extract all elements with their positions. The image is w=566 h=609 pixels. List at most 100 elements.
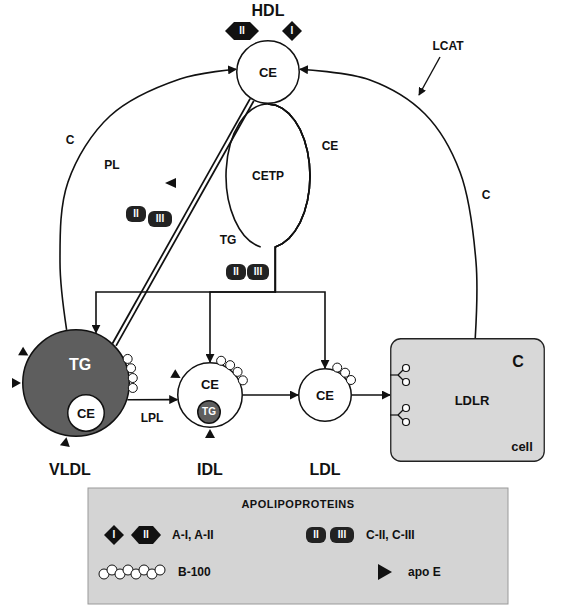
lipid-label: TG [220,234,237,246]
connector [243,395,298,396]
particle-name: IDL [197,462,223,478]
legend-panel [88,488,508,604]
legend-entry: apo E [408,566,441,578]
vldl-particle: VLDLTGCE [22,329,130,437]
connector [60,69,236,330]
apo-a1-symbol [282,21,302,41]
apolipoprotein-tag: II [133,209,139,219]
apo-b100-symbol [127,364,136,373]
idl-particle: IDLCETG [177,362,243,428]
apo-e-symbol [170,369,180,378]
connector [300,69,477,338]
lipid-label: CE [322,140,339,152]
particle-outline [237,41,300,104]
particle-outline [178,363,243,428]
legend-text: C-II, C-III [366,528,415,542]
connector-line [352,394,390,396]
legend-entry: C-II, C-III [366,529,415,541]
particle-outline [23,330,130,437]
particle-outline [68,395,105,432]
apolipoprotein-tag: II [143,530,149,540]
apolipoprotein-tag: I [291,26,294,36]
apo-c3-symbol [148,211,172,227]
connector [352,395,390,396]
apolipoprotein-tag: III [254,267,262,277]
apo-e-symbol [378,564,392,580]
apo-b100-symbol [233,367,242,376]
particle-outline [299,369,352,422]
core-circle: CE [67,394,105,432]
connector [127,399,177,400]
apolipoprotein-tag: III [156,214,164,224]
apo-b100-symbol [346,376,355,385]
connector-line [243,394,298,396]
legend-entry: A-I, A-II [172,529,214,541]
ldl-particle: LDLCE [298,368,352,422]
apo-c2-symbol [306,527,326,543]
hdl-particle: HDLCE [236,40,300,104]
lipid-label: PL [104,159,119,171]
receptor-label: LDLR [455,394,490,407]
connector-line [127,399,177,401]
apo-c3-symbol [247,264,269,280]
apo-b100-symbol [128,374,137,383]
legend-text: A-I, A-II [172,528,214,542]
connector-line [114,100,252,345]
core-circle: TG [197,400,221,424]
apo-b100-symbol [238,376,247,385]
apolipoprotein-tag: II [313,530,319,540]
ldl-receptor-symbol [390,365,410,386]
apolipoprotein-tag: I [113,530,116,540]
protein-label: CETP [252,170,284,182]
connector-line [210,104,310,362]
apo-c2-symbol [126,206,146,222]
lipid-label: CE [316,389,334,402]
enzyme-label: LCAT [432,40,463,52]
particle-name: HDL [252,3,285,19]
legend-text: B-100 [178,565,211,579]
particle-name: LDL [309,462,340,478]
connector-line [114,100,252,345]
apo-b100-symbol [226,361,235,370]
connector [268,104,325,368]
connector-line [300,69,477,338]
connector-line [96,104,310,333]
particle-name: VLDL [49,462,91,478]
lipid-label: TG [202,407,216,417]
apo-e-symbol [60,437,70,447]
apolipoprotein-tag: II [239,26,245,36]
connector [114,100,252,345]
connector-line [268,104,325,368]
apo-a1-symbol [104,525,124,545]
lipid-label: CE [201,378,219,391]
apolipoprotein-tag: III [338,530,346,540]
ldl-receptor-symbol [390,405,410,426]
legend-heading: APOLIPOPROTEINS [241,499,354,510]
connector-line [60,69,236,330]
apolipoprotein-tag: II [233,267,239,277]
particle-outline [198,401,221,424]
lcat-leader [419,57,440,95]
connector [210,104,310,362]
cell-box: cellCLDLR [390,338,545,462]
lipid-label: CE [77,407,95,420]
apo-e-symbol [12,378,21,388]
connector [96,104,310,333]
apo-b100-symbol [99,565,165,579]
edge-label: LPL [139,412,166,424]
apo-e-symbol [205,429,215,438]
apo-c3-symbol [330,527,354,543]
apo-c2-symbol [226,264,246,280]
apo-e-symbol [165,178,176,188]
legend-entry: B-100 [178,566,211,578]
cell-outline [391,339,545,462]
edge-label: C [64,134,77,146]
legend-text: apo E [408,565,441,579]
apo-a2-symbol [131,526,161,544]
lipid-label: TG [69,357,91,373]
apo-b100-symbol [333,363,342,372]
apo-e-symbol [18,347,28,356]
edge-label: C [480,189,493,201]
lipid-label: CE [259,66,277,79]
